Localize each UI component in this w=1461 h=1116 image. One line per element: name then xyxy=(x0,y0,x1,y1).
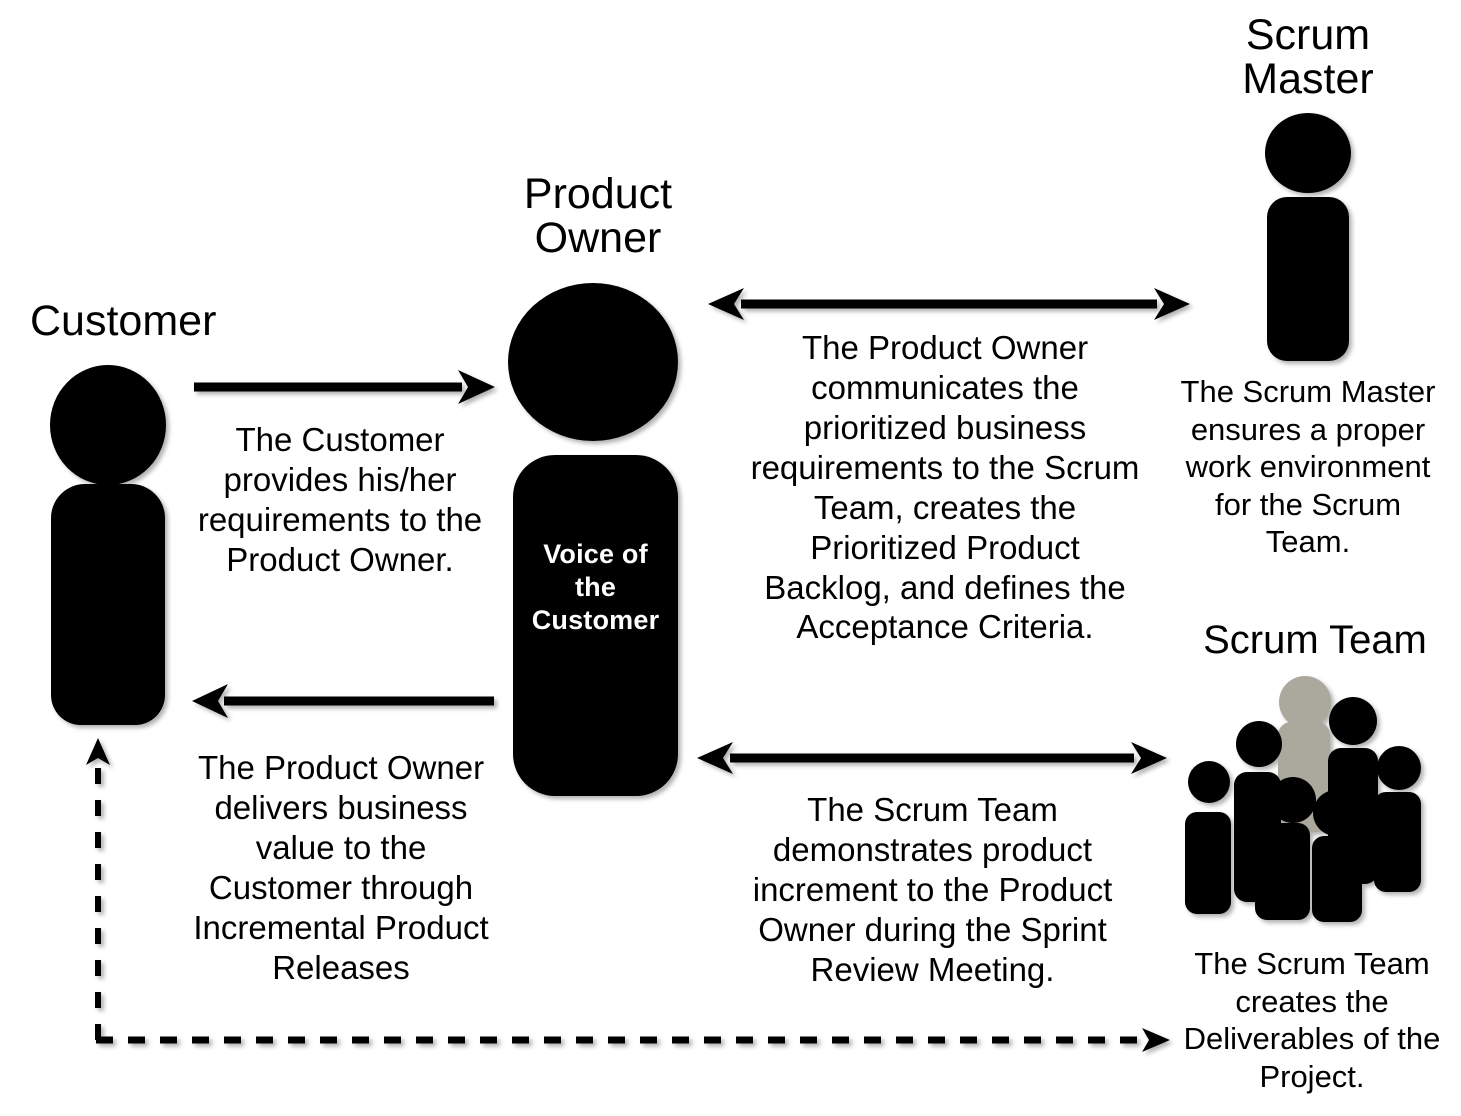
team-member-head-icon-4 xyxy=(1329,697,1377,745)
team-member-head-icon-3 xyxy=(1270,777,1316,823)
scrum-master-body-icon xyxy=(1267,197,1349,361)
scrum-master-head-icon xyxy=(1265,113,1351,193)
scrum-team-caption: The Scrum Team creates the Deliverables … xyxy=(1183,946,1441,1094)
team-member-head-icon-5 xyxy=(1377,746,1421,790)
product-owner-to-customer-label: The Product Owner delivers business valu… xyxy=(193,749,489,986)
customer-title: Customer xyxy=(30,297,217,345)
team-member-body-icon-6 xyxy=(1312,836,1362,922)
product-owner-scrum-master-double-arrow-icon xyxy=(708,288,1190,320)
customer-to-product-owner-label: The Customer provides his/her requiremen… xyxy=(197,421,483,578)
voice-of-the-customer-label: Voice of the Customer xyxy=(531,539,660,635)
team-member-head-icon-1 xyxy=(1188,761,1230,803)
product-owner-scrum-team-double-arrow-icon xyxy=(697,742,1167,774)
product-owner-title: Product Owner xyxy=(523,170,673,262)
product-owner-head-icon xyxy=(508,283,678,441)
team-member-body-icon-3 xyxy=(1255,823,1310,920)
scrum-team-title: Scrum Team xyxy=(1203,618,1427,662)
scrum-master-title: Scrum Master xyxy=(1242,11,1374,103)
customer-to-product-owner-arrow-right-icon xyxy=(194,370,495,404)
scrum-team-to-customer-dashed-arrow-icon xyxy=(86,738,1170,1052)
team-member-head-icon-2 xyxy=(1236,721,1282,767)
product-owner-body-icon xyxy=(513,455,678,796)
customer-head-icon xyxy=(50,365,166,485)
team-member-body-icon-5 xyxy=(1374,792,1421,892)
product-owner-scrum-team-label: The Scrum Team demonstrates product incr… xyxy=(752,791,1113,988)
scrum-master-caption: The Scrum Master ensures a proper work e… xyxy=(1180,374,1436,559)
team-member-body-icon-1 xyxy=(1185,812,1231,914)
team-member-head-icon-gray xyxy=(1279,676,1331,728)
customer-body-icon xyxy=(51,484,165,725)
product-owner-to-customer-arrow-left-icon xyxy=(192,684,494,718)
product-owner-scrum-master-label: The Product Owner communicates the prior… xyxy=(750,329,1140,646)
team-member-head-icon-6 xyxy=(1313,790,1359,836)
